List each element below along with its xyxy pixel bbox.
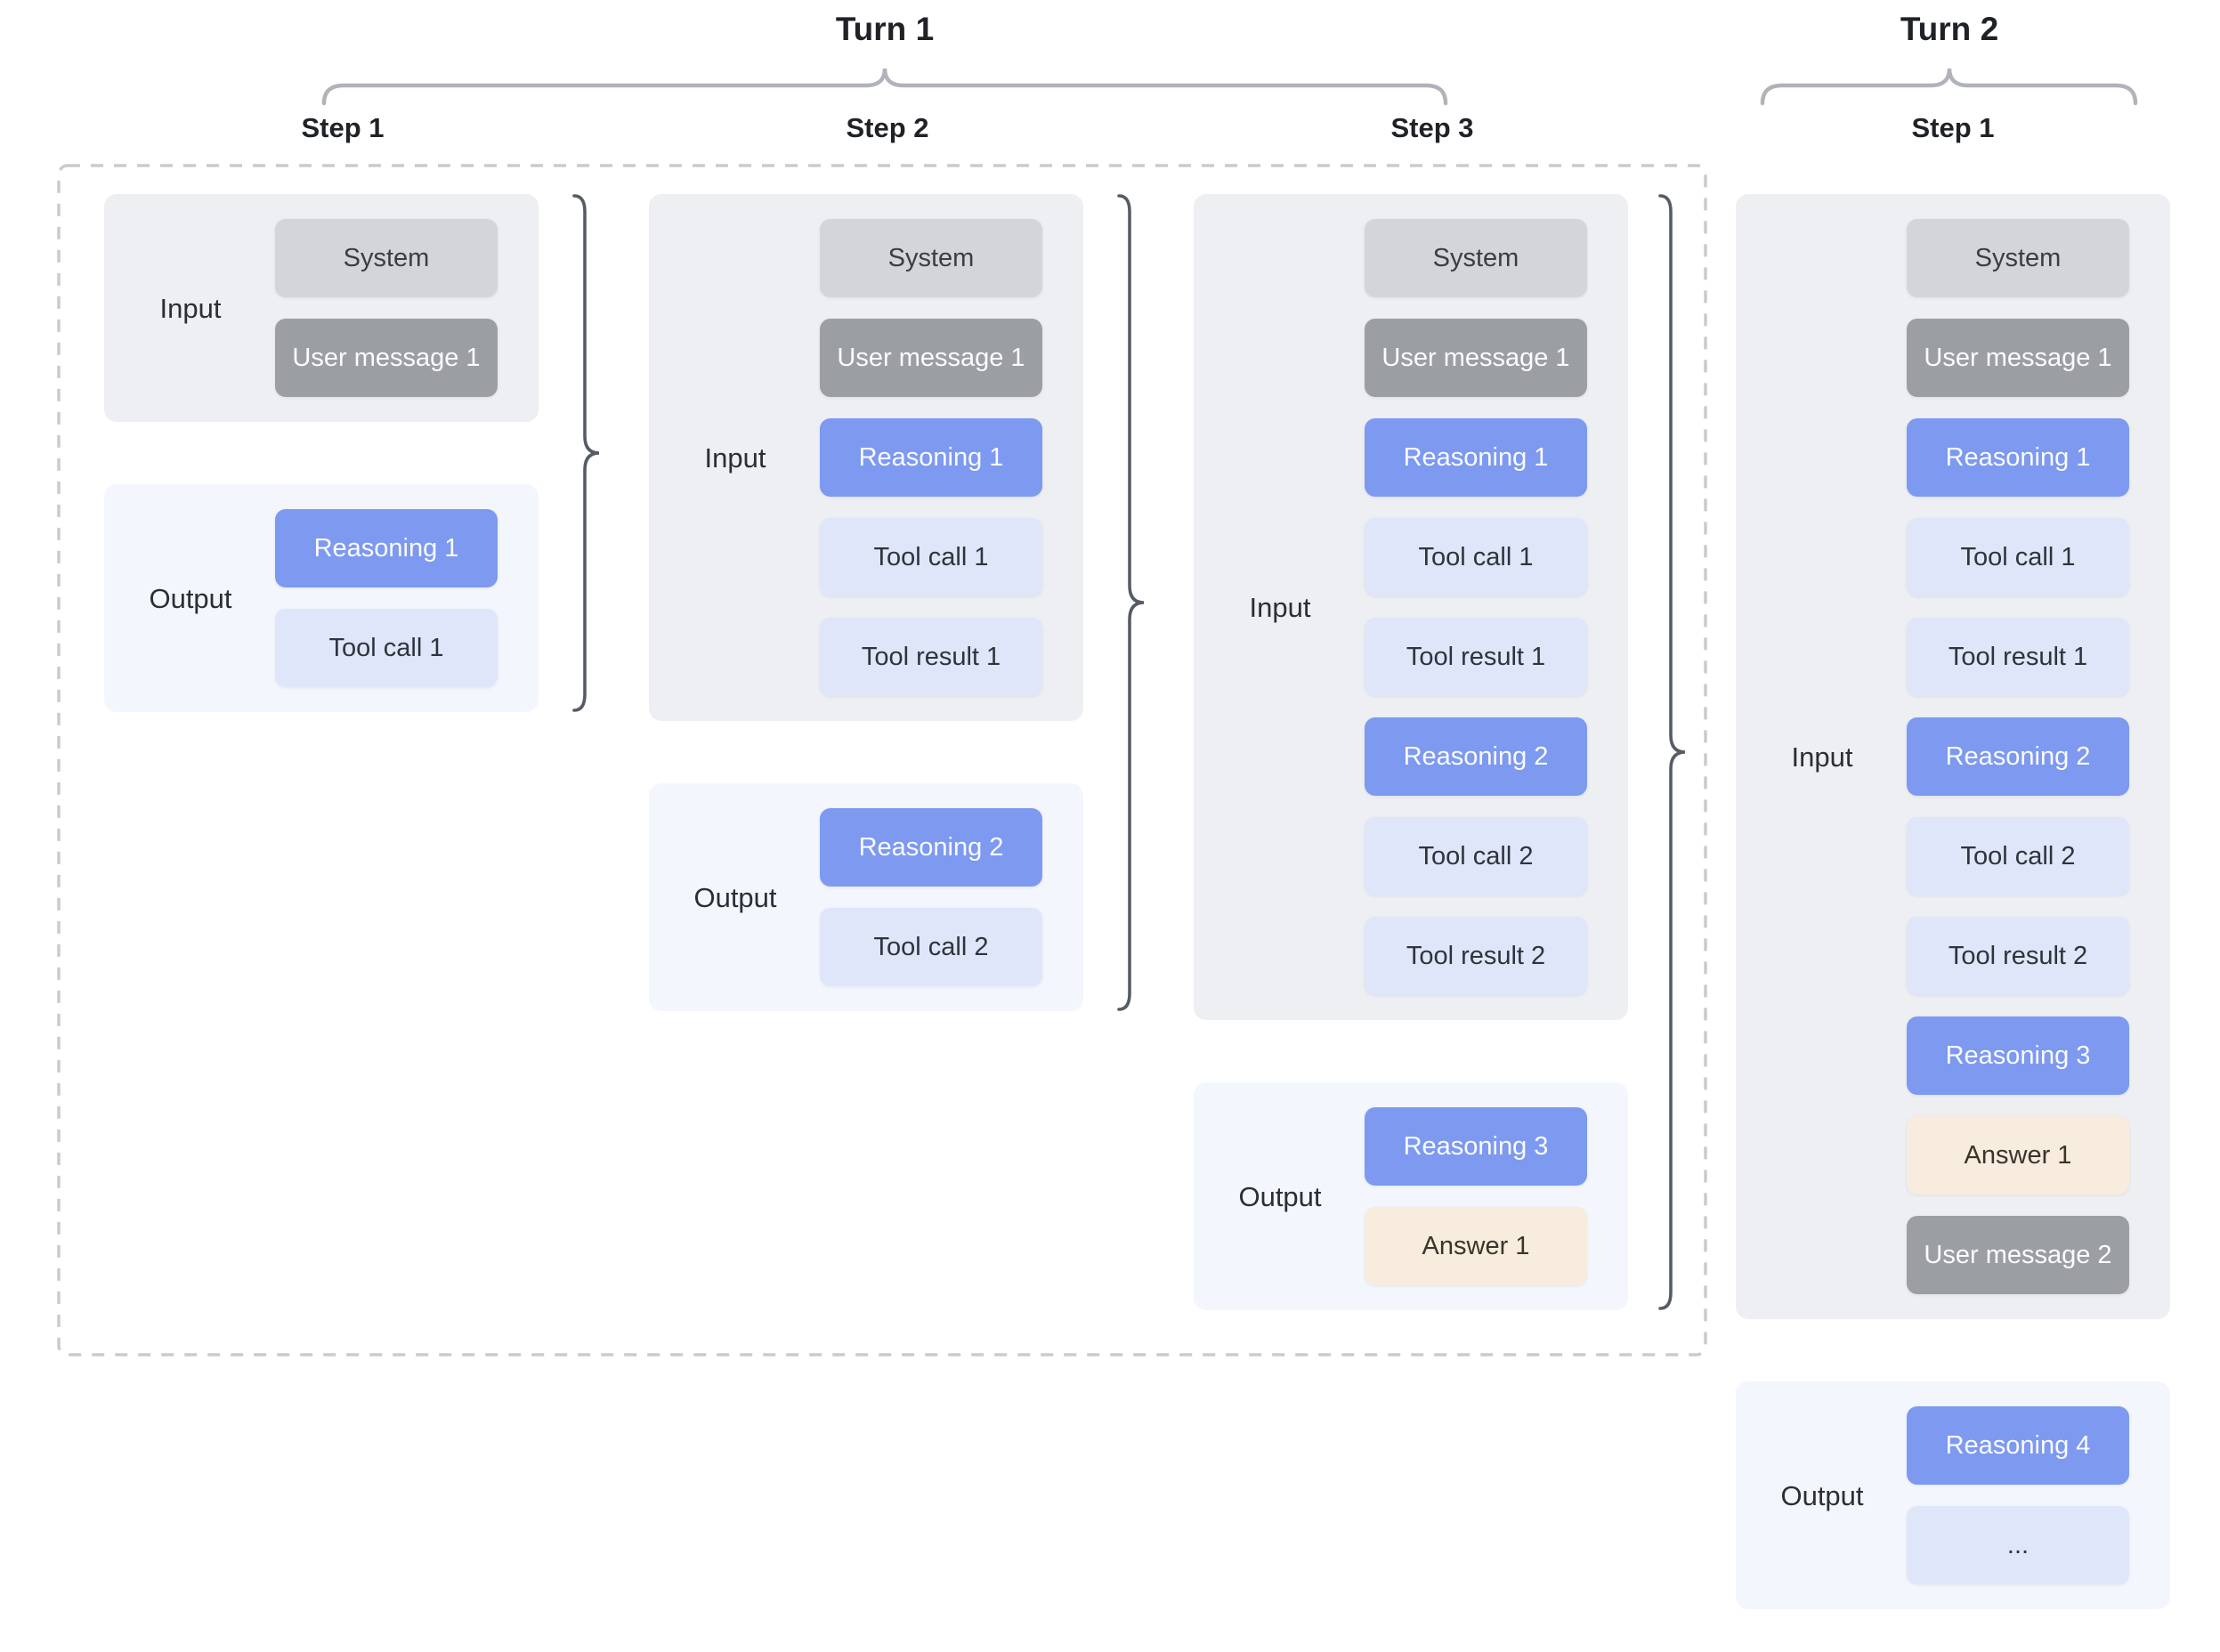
tool-call-block: Tool call 1 [275,609,498,687]
system-message-block: System [820,219,1042,297]
answer-block: Answer 1 [1365,1207,1587,1285]
turn1-title: Turn 1 [835,11,935,47]
step3-to-turn2-brace [1658,194,1686,1310]
ellipsis-block: ... [1907,1506,2129,1584]
reasoning-block: Reasoning 1 [275,509,498,587]
reasoning-block: Reasoning 1 [1365,418,1587,497]
user-message-block: User message 1 [275,319,498,397]
user-message-block: User message 1 [1365,319,1587,397]
tool-call-block: Tool call 2 [1907,817,2129,895]
turn1-step1-output-label: Output [149,583,232,614]
turn1-step1-input-label: Input [159,293,222,324]
system-message-block: System [1365,219,1587,297]
turn1-step2-input-label: Input [704,442,766,474]
tool-result-block: Tool result 1 [820,618,1042,696]
reasoning-block: Reasoning 1 [1907,418,2129,497]
answer-block: Answer 1 [1907,1116,2129,1194]
tool-call-block: Tool call 2 [820,908,1042,986]
tool-call-block: Tool call 1 [820,518,1042,596]
turn1-step2-header: Step 2 [846,112,929,143]
turn2-step1-header: Step 1 [1911,112,1995,143]
tool-call-block: Tool call 1 [1365,518,1587,596]
reasoning-block: Reasoning 4 [1907,1406,2129,1485]
turn1-step2-output-label: Output [693,882,777,913]
system-message-block: System [275,219,498,297]
tool-result-block: Tool result 1 [1365,618,1587,696]
step1-to-step2-brace [572,194,600,712]
tool-result-block: Tool result 2 [1907,917,2129,995]
turn1-step3-input-label: Input [1249,592,1311,623]
reasoning-block: Reasoning 2 [1365,717,1587,796]
tool-result-block: Tool result 2 [1365,917,1587,995]
reasoning-block: Reasoning 2 [1907,717,2129,796]
reasoning-block: Reasoning 3 [1907,1016,2129,1095]
turn2-title: Turn 2 [1900,11,1999,47]
system-message-block: System [1907,219,2129,297]
user-message-block: User message 1 [1907,319,2129,397]
turn1-step3-output-label: Output [1238,1181,1322,1212]
reasoning-block: Reasoning 3 [1365,1107,1587,1186]
turn2-brace [1760,68,2138,106]
turn1-step3-header: Step 3 [1390,112,1474,143]
tool-call-block: Tool call 2 [1365,817,1587,895]
step2-to-step3-brace [1117,194,1145,1011]
reasoning-block: Reasoning 1 [820,418,1042,497]
tool-result-block: Tool result 1 [1907,618,2129,696]
user-message-block: User message 1 [820,319,1042,397]
reasoning-block: Reasoning 2 [820,808,1042,887]
turn2-step1-input-label: Input [1791,741,1853,773]
turn1-step1-header: Step 1 [301,112,385,143]
turn1-brace [321,68,1448,106]
user-message-block: User message 2 [1907,1216,2129,1294]
turn2-step1-output-label: Output [1780,1480,1864,1511]
tool-call-block: Tool call 1 [1907,518,2129,596]
